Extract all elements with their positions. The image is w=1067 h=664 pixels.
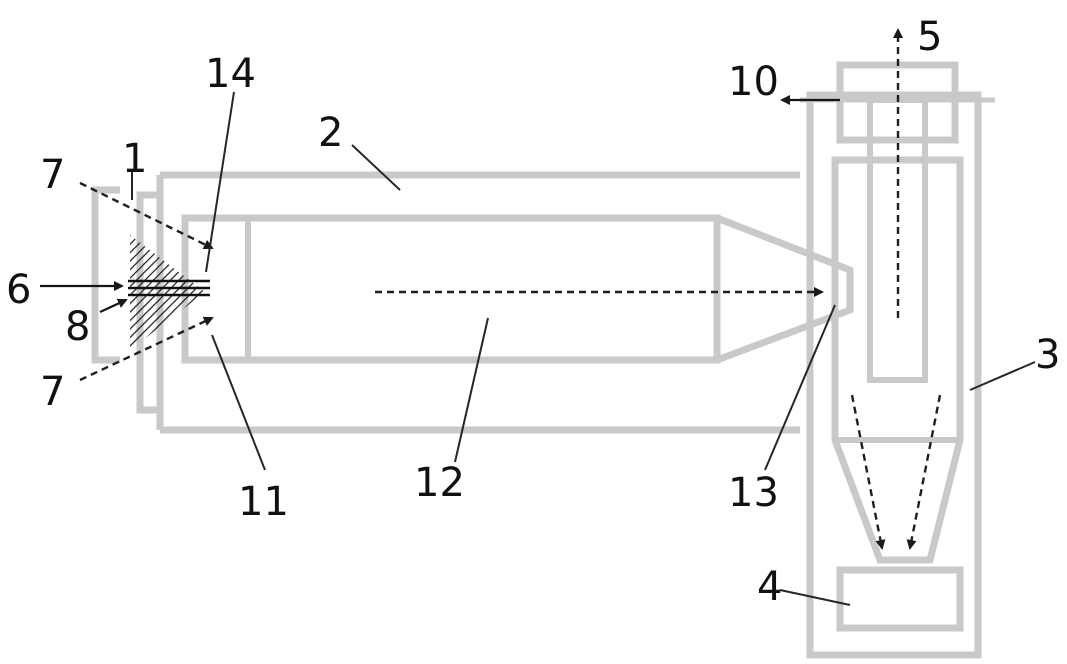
leader-14 xyxy=(205,91,235,273)
leader-3 xyxy=(969,361,1036,391)
cyclone-housing xyxy=(806,91,982,659)
reactor-tube xyxy=(181,214,721,364)
label-3: 3 xyxy=(1035,332,1060,378)
feed-8-arrow xyxy=(99,298,128,313)
label-5: 5 xyxy=(917,14,942,60)
burner-nozzle xyxy=(130,235,205,350)
reactor-cone xyxy=(715,214,854,364)
label-11: 11 xyxy=(238,479,289,525)
label-10: 10 xyxy=(728,59,779,105)
label-6: 6 xyxy=(6,267,31,313)
label-1: 1 xyxy=(122,136,147,182)
label-7-top: 7 xyxy=(40,152,65,198)
burner-mount xyxy=(91,186,120,364)
label-8: 8 xyxy=(65,304,90,350)
cyclone-left-down-arrow xyxy=(850,394,886,550)
label-2: 2 xyxy=(318,110,343,156)
cyclone-right-down-arrow xyxy=(906,394,942,550)
collector-box xyxy=(836,566,964,632)
label-14: 14 xyxy=(205,51,256,97)
gas-7-top-arrow xyxy=(79,181,214,250)
label-7-bottom: 7 xyxy=(40,369,65,415)
label-13: 13 xyxy=(728,470,779,516)
leader-13 xyxy=(764,304,836,471)
leader-2 xyxy=(351,144,401,191)
leader-11 xyxy=(211,334,266,471)
label-12: 12 xyxy=(414,460,465,506)
leader-4 xyxy=(779,589,851,606)
housing-outline xyxy=(156,171,800,434)
gas-7-bottom-arrow xyxy=(79,316,214,382)
label-4: 4 xyxy=(757,564,782,610)
leader-12 xyxy=(454,317,489,463)
